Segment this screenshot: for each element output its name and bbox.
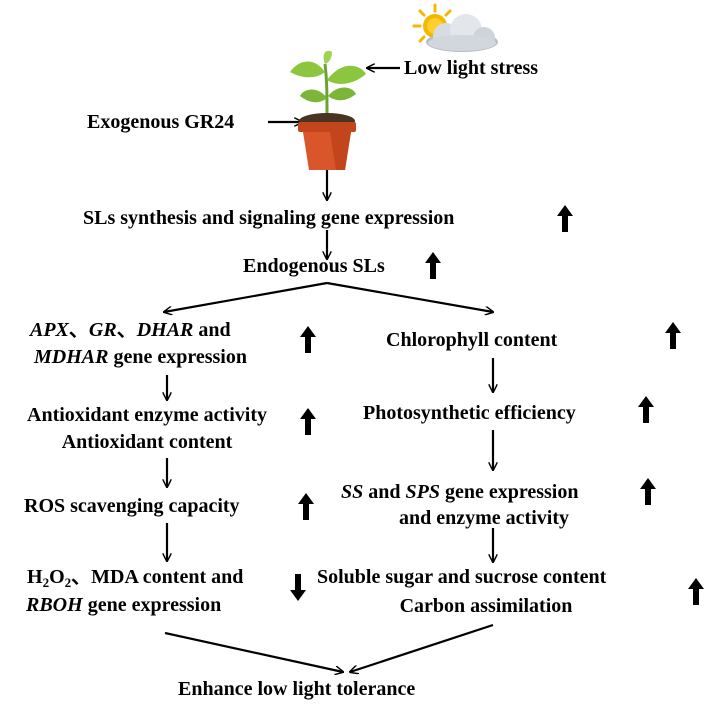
h2o2-sub-2b: 2 <box>64 575 72 590</box>
low-light-stress-label: Low light stress <box>404 57 539 79</box>
chlorophyll-label: Chlorophyll content <box>386 329 558 351</box>
h2o2-h: H <box>27 566 43 588</box>
up-arrow-icon <box>638 396 654 423</box>
gene-mdhar: MDHAR <box>34 346 109 368</box>
ss-and-text: and <box>363 481 406 503</box>
h2o2-o: O <box>49 566 65 588</box>
sls-synthesis-label: SLs synthesis and signaling gene express… <box>83 207 455 229</box>
soluble-sugar-label: Soluble sugar and sucrose content <box>317 566 607 588</box>
gene-rboh: RBOH <box>26 594 83 616</box>
gene-ss: SS <box>341 481 364 503</box>
antioxidant-genes-line2: MDHAR gene expression <box>34 345 247 369</box>
gene-expression-text: gene expression <box>108 346 247 368</box>
up-arrow-icon <box>300 326 316 353</box>
carbon-assimilation-label: Carbon assimilation <box>399 595 573 617</box>
cloud-icon <box>426 14 498 52</box>
up-arrow-icon <box>557 205 573 232</box>
gene-apx: APX <box>30 319 69 341</box>
gene-separator: 、 <box>68 319 89 341</box>
up-arrow-icon <box>425 252 441 279</box>
arrow-sls-to-right-branch <box>326 281 493 312</box>
ss-sps-genes-label: SS and SPS gene expression <box>341 480 578 504</box>
h2o2-sub-2: 2 <box>42 575 50 590</box>
gene-sps: SPS <box>405 481 440 503</box>
gene-dhar: DHAR <box>136 319 194 341</box>
mda-text: 、MDA content and <box>71 566 244 588</box>
up-arrow-icon <box>300 408 316 435</box>
up-arrow-icon <box>298 493 314 520</box>
gene-separator: 、 <box>116 319 137 341</box>
rboh-expression-text: gene expression <box>82 594 222 616</box>
rboh-gene-label: RBOH gene expression <box>26 593 221 617</box>
ros-scavenging-label: ROS scavenging capacity <box>24 495 240 517</box>
endogenous-sls-label: Endogenous SLs <box>243 255 385 277</box>
photosynthetic-efficiency-label: Photosynthetic efficiency <box>363 402 576 424</box>
up-arrow-icon <box>688 578 704 605</box>
arrow-left-to-outcome <box>164 631 343 672</box>
gene-gr: GR <box>88 319 117 341</box>
up-arrow-icon <box>640 478 656 505</box>
down-arrow-icon <box>290 574 306 601</box>
seedling-pot-icon <box>290 50 366 170</box>
genes-and-text: and <box>193 319 231 341</box>
outcome-label: Enhance low light tolerance <box>178 678 416 700</box>
up-arrow-icon <box>665 322 681 349</box>
exogenous-gr24-label: Exogenous GR24 <box>87 111 235 133</box>
arrow-right-to-outcome <box>350 623 494 672</box>
antioxidant-content-label: Antioxidant content <box>61 431 233 453</box>
h2o2-mda-label: H2O2、MDA content and <box>27 565 243 595</box>
arrow-sls-to-left-branch <box>164 281 328 312</box>
enzyme-activity-label: and enzyme activity <box>399 507 569 529</box>
antioxidant-genes-line1: APX、GR、DHAR and <box>30 318 231 342</box>
ss-expression-text: gene expression <box>439 481 579 503</box>
antioxidant-enzyme-label: Antioxidant enzyme activity <box>27 404 267 426</box>
